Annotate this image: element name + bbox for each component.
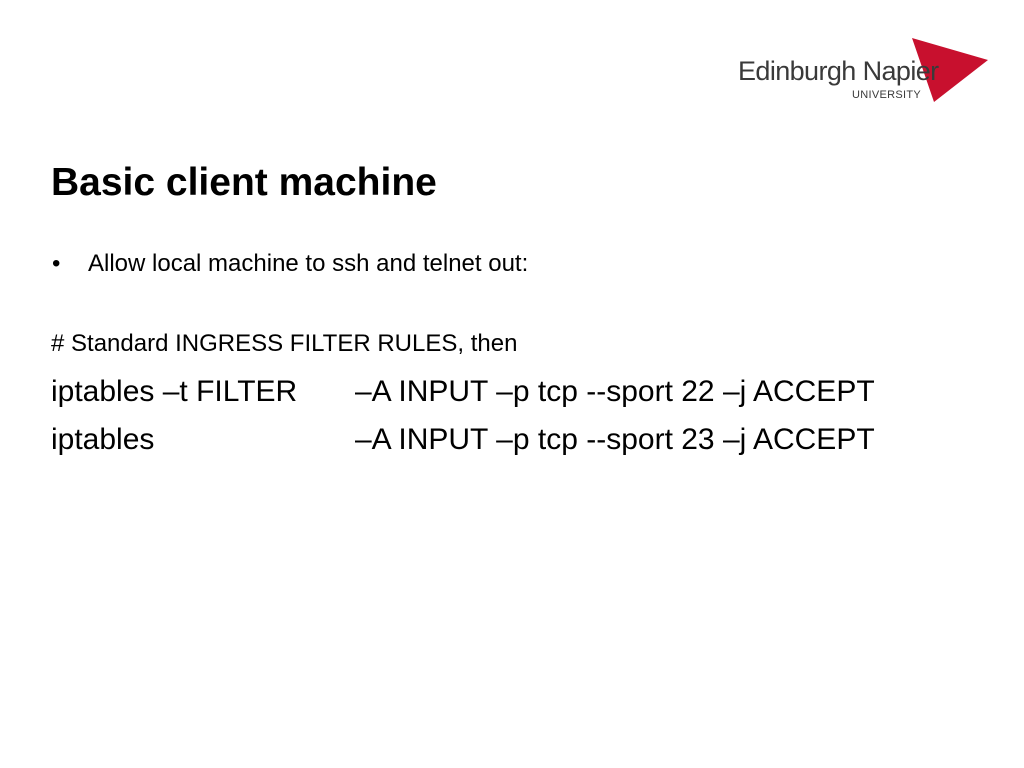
university-logo: Edinburgh Napier UNIVERSITY <box>736 36 988 106</box>
bullet-item: • Allow local machine to ssh and telnet o… <box>52 250 529 277</box>
command-args: –A INPUT –p tcp --sport 22 –j ACCEPT <box>355 375 875 408</box>
bullet-text: Allow local machine to ssh and telnet ou… <box>88 250 529 277</box>
command-name: iptables –t FILTER <box>51 375 298 408</box>
command-line: iptables –A INPUT –p tcp --sport 23 –j AC… <box>51 423 875 456</box>
red-triangle-flag-icon <box>912 38 988 102</box>
bullet-marker: • <box>52 250 61 277</box>
rules-comment: # Standard INGRESS FILTER RULES, then <box>51 330 518 357</box>
command-name: iptables <box>51 423 155 456</box>
logo-wordmark: Edinburgh Napier <box>738 56 939 86</box>
logo-subtitle: UNIVERSITY <box>852 89 922 101</box>
slide-title: Basic client machine <box>51 161 437 204</box>
command-line: iptables –t FILTER –A INPUT –p tcp --spor… <box>51 375 875 408</box>
command-args: –A INPUT –p tcp --sport 23 –j ACCEPT <box>355 423 875 456</box>
